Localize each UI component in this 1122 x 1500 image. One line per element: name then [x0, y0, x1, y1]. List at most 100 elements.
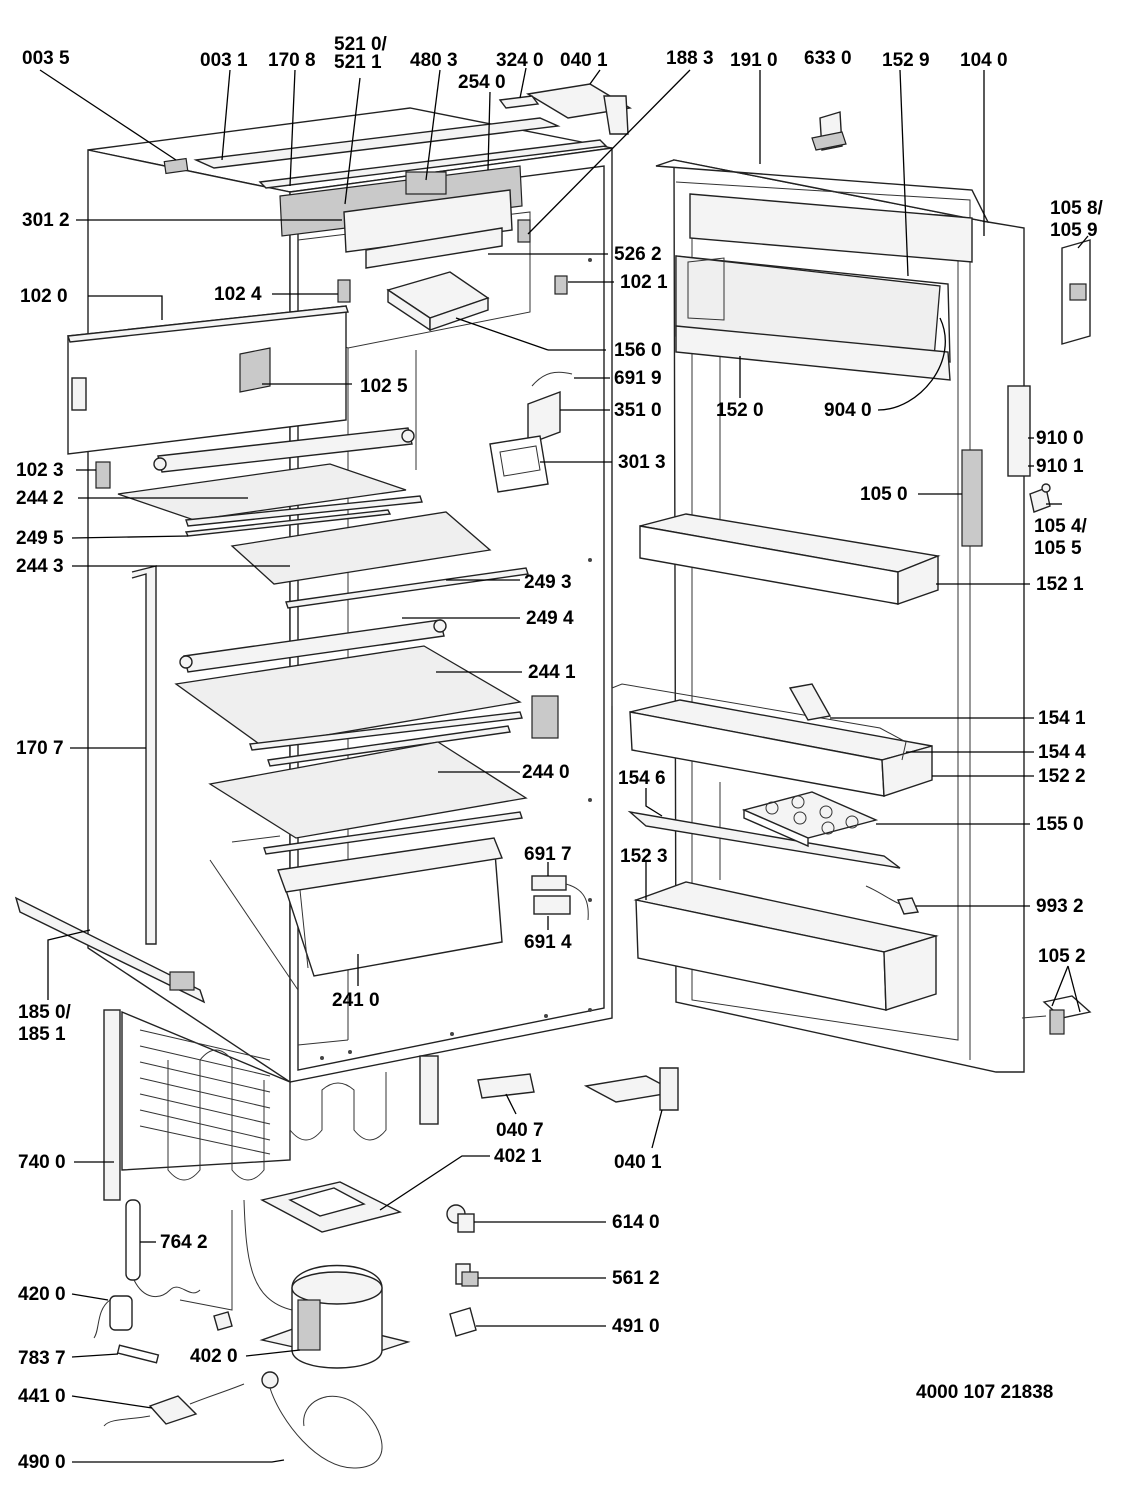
- hinge-bottom-0401: [583, 1067, 679, 1111]
- label-1021: 102 1: [620, 272, 668, 293]
- label-1521: 152 1: [1036, 574, 1084, 595]
- label-1522: 152 2: [1038, 766, 1086, 787]
- hinge-pin-1054: [1029, 483, 1051, 513]
- label-4410: 441 0: [18, 1386, 66, 1407]
- label-4200: 420 0: [18, 1284, 66, 1305]
- drip-tray: [260, 1181, 402, 1233]
- label-1520: 152 0: [716, 400, 764, 421]
- label-6330: 633 0: [804, 48, 852, 69]
- label-0401-top: 040 1: [560, 50, 608, 71]
- suction-line: [243, 1199, 293, 1311]
- compressor: [259, 1264, 411, 1369]
- side-channel: [131, 565, 157, 945]
- label-7837: 783 7: [18, 1348, 66, 1369]
- bottom-trim: [14, 896, 206, 1004]
- door-bin-1521: [639, 513, 941, 605]
- leader-lines: [39, 67, 1089, 1463]
- label-1523: 152 3: [620, 846, 668, 867]
- label-1024: 102 4: [214, 284, 262, 305]
- label-4900: 490 0: [18, 1452, 66, 1473]
- label-0035: 003 5: [22, 48, 70, 69]
- thermostat-parts: [489, 371, 573, 493]
- shim-3240: [498, 95, 540, 109]
- label-5211: 521 1: [334, 52, 382, 73]
- label-7400: 740 0: [18, 1152, 66, 1173]
- label-1850: 185 0/: [18, 1002, 72, 1023]
- label-1040: 104 0: [960, 50, 1008, 71]
- label-1707: 170 7: [16, 738, 64, 759]
- spare-4910: [449, 1307, 477, 1337]
- label-3013: 301 3: [618, 452, 666, 473]
- label-6914: 691 4: [524, 932, 572, 953]
- hinge-1052: [1021, 995, 1092, 1035]
- label-1055: 105 5: [1034, 538, 1082, 559]
- label-7642: 764 2: [160, 1232, 208, 1253]
- label-9932: 993 2: [1036, 896, 1084, 917]
- capacitor: [93, 1295, 133, 1339]
- label-2495: 249 5: [16, 528, 64, 549]
- label-4803: 480 3: [410, 50, 458, 71]
- label-1910: 191 0: [730, 50, 778, 71]
- label-2410: 241 0: [332, 990, 380, 1011]
- capillary-tube: [179, 1210, 233, 1311]
- door-bin-1523: [633, 881, 939, 1011]
- label-6140: 614 0: [612, 1212, 660, 1233]
- part-labels: 003 5 003 1 170 8 521 0/ 521 1 480 3 324…: [16, 34, 1104, 1473]
- spare-6140: [446, 1204, 475, 1233]
- label-4020: 402 0: [190, 1346, 238, 1367]
- label-1560: 156 0: [614, 340, 662, 361]
- label-5210: 521 0/: [334, 34, 388, 55]
- label-3240: 324 0: [496, 50, 544, 71]
- fuse: [116, 1344, 160, 1364]
- door-bin-1522: [611, 683, 933, 797]
- top-rails: [163, 117, 608, 189]
- clip: [213, 1311, 233, 1331]
- label-2440: 244 0: [522, 762, 570, 783]
- bracket-1024: [337, 279, 351, 303]
- sensor-9932: [865, 885, 920, 915]
- label-2441: 244 1: [528, 662, 576, 683]
- label-2494: 249 4: [526, 608, 574, 629]
- label-1025: 102 5: [360, 376, 408, 397]
- label-1851: 185 1: [18, 1024, 66, 1045]
- label-1052: 105 2: [1038, 946, 1086, 967]
- sensor-cable: [565, 883, 589, 921]
- control-panel: [279, 165, 531, 269]
- filter-dryer: [125, 1199, 201, 1298]
- label-1023: 102 3: [16, 460, 64, 481]
- label-0401-bottom: 040 1: [614, 1152, 662, 1173]
- label-6917: 691 7: [524, 844, 572, 865]
- hinge-1058: [1061, 239, 1091, 345]
- label-2443: 244 3: [16, 556, 64, 577]
- hinge-top-0401: [525, 83, 633, 135]
- label-1050: 105 0: [860, 484, 908, 505]
- label-4910: 491 0: [612, 1316, 660, 1337]
- label-1550: 155 0: [1036, 814, 1084, 835]
- label-6919: 691 9: [614, 368, 662, 389]
- label-5612: 561 2: [612, 1268, 660, 1289]
- spare-5612: [455, 1263, 479, 1287]
- label-1058: 105 8/: [1050, 198, 1104, 219]
- light-cover: [386, 271, 490, 332]
- label-1059: 105 9: [1050, 220, 1098, 241]
- document-number: 4000 107 21838: [916, 1382, 1053, 1403]
- dairy-compartment: [675, 255, 951, 381]
- power-cord: [261, 1371, 383, 1469]
- label-2540: 254 0: [458, 72, 506, 93]
- label-1541: 154 1: [1038, 708, 1086, 729]
- label-3510: 351 0: [614, 400, 662, 421]
- sensor-6917: [531, 875, 567, 891]
- label-1546: 154 6: [618, 768, 666, 789]
- sensor-6914: [533, 895, 571, 915]
- condenser: [103, 1009, 439, 1201]
- label-1020: 102 0: [20, 286, 68, 307]
- crisper-drawer: [277, 837, 503, 977]
- label-9040: 904 0: [824, 400, 872, 421]
- hinge-plate-0407: [477, 1073, 535, 1099]
- label-5262: 526 2: [614, 244, 662, 265]
- label-4021: 402 1: [494, 1146, 542, 1167]
- label-1054: 105 4/: [1034, 516, 1088, 537]
- label-1883: 188 3: [666, 48, 714, 69]
- label-2442: 244 2: [16, 488, 64, 509]
